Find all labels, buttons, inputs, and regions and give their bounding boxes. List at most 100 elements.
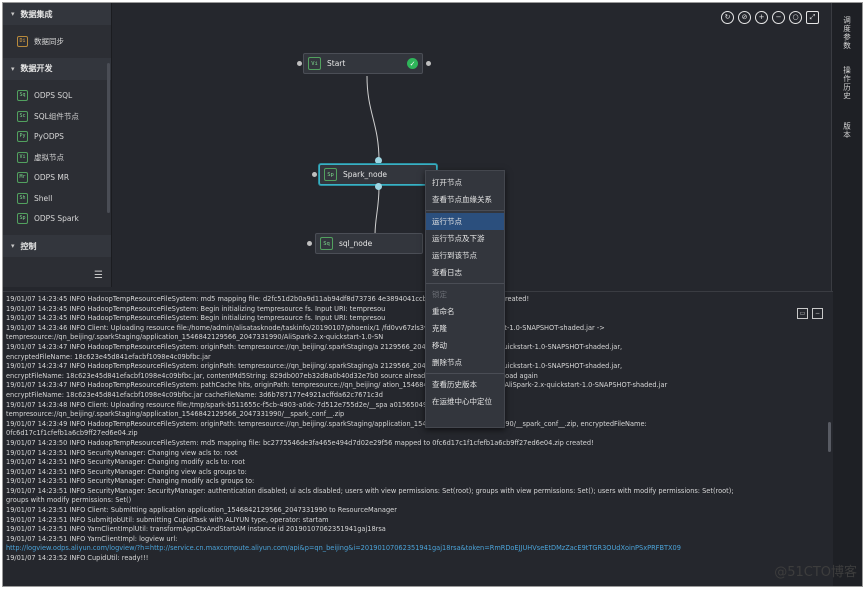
- node-palette-sidebar: ▾ 数据集成 Di 数据同步 ▾ 数据开发 Sq ODPS SQL Sc SQL…: [3, 3, 112, 287]
- palette-item-label: ODPS MR: [34, 173, 70, 183]
- palette-item-odps-mr[interactable]: Mr ODPS MR: [3, 168, 111, 189]
- success-check-icon: ✓: [407, 58, 418, 69]
- chevron-down-icon: ▾: [11, 242, 15, 250]
- logview-link[interactable]: http://logview.odps.aliyun.com/logview/?…: [6, 544, 681, 553]
- node-start[interactable]: Vi Start ✓: [303, 53, 423, 74]
- log-line: 19/01/07 14:23:50 INFO HadoopTempResourc…: [6, 438, 594, 447]
- palette-item-virtual-node[interactable]: Vi 虚拟节点: [3, 147, 111, 168]
- log-scrollbar[interactable]: [828, 422, 831, 452]
- fit-icon[interactable]: ⊘: [738, 11, 751, 24]
- menu-move[interactable]: 移动: [432, 341, 447, 350]
- search-icon[interactable]: ○: [789, 11, 802, 24]
- section-header-data-development[interactable]: ▾ 数据开发: [3, 57, 111, 80]
- run-log-panel: 19/01/07 14:23:45 INFO HadoopTempResourc…: [3, 291, 833, 586]
- node-port-output[interactable]: [375, 183, 382, 190]
- menu-run-node-and-downstream[interactable]: 运行节点及下游: [432, 234, 485, 243]
- menu-rename[interactable]: 重命名: [432, 307, 455, 316]
- palette-item-shell[interactable]: Sh Shell: [3, 188, 111, 209]
- log-line: 19/01/07 14:23:47 INFO HadoopTempResourc…: [6, 362, 623, 371]
- log-line: 19/01/07 14:23:51 INFO SecurityManager: …: [6, 458, 245, 467]
- chevron-down-icon: ▾: [11, 10, 15, 18]
- odps-mr-icon: Mr: [17, 172, 28, 184]
- log-line: 19/01/07 14:23:47 INFO HadoopTempResourc…: [6, 342, 623, 351]
- menu-locate-in-ops-center[interactable]: 在运维中心中定位: [432, 397, 492, 406]
- palette-item-data-sync[interactable]: Di 数据同步: [3, 31, 111, 52]
- menu-lock: 锁定: [432, 290, 447, 299]
- log-line: tempresource://qn_beijing/.sparkStaging/…: [6, 333, 384, 342]
- minimize-icon[interactable]: −: [812, 308, 823, 319]
- tab-schedule-params[interactable]: 调度参数: [842, 16, 852, 50]
- section-title: 控制: [20, 241, 37, 251]
- palette-item-label: 数据同步: [34, 36, 64, 46]
- log-line: 19/01/07 14:23:51 INFO SecurityManager: …: [6, 477, 255, 486]
- palette-item-pyodps[interactable]: Py PyODPS: [3, 127, 111, 148]
- odps-sql-icon: Sq: [320, 237, 333, 250]
- edge-start-to-spark: [366, 75, 380, 162]
- log-line: tempresource://qn_beijing/.sparkStaging/…: [6, 410, 345, 419]
- log-line: 19/01/07 14:23:51 INFO YarnClientImplUti…: [6, 525, 386, 534]
- log-output: 19/01/07 14:23:45 INFO HadoopTempResourc…: [6, 295, 818, 564]
- log-line: 19/01/07 14:23:46 INFO Client: Uploading…: [6, 323, 605, 332]
- menu-run-to-node[interactable]: 运行到该节点: [432, 251, 477, 260]
- menu-delete-node[interactable]: 删除节点: [432, 358, 462, 367]
- log-line: 19/01/07 14:23:51 INFO SecurityManager: …: [6, 467, 247, 476]
- section-title: 数据开发: [20, 64, 53, 73]
- edges-layer: [366, 75, 380, 236]
- watermark: @51CTO博客: [774, 565, 857, 580]
- log-line: 19/01/07 14:23:51 INFO YarnClientImpl: l…: [6, 534, 178, 543]
- palette-item-odps-spark[interactable]: Sp ODPS Spark: [3, 209, 111, 230]
- menu-view-history-versions[interactable]: 查看历史版本: [432, 380, 477, 389]
- zoom-in-icon[interactable]: +: [755, 11, 768, 24]
- log-line: 19/01/07 14:23:45 INFO HadoopTempResourc…: [6, 314, 386, 323]
- node-port[interactable]: [307, 241, 312, 246]
- spark-icon: Sp: [324, 168, 337, 181]
- log-line: encryptedFileName: 18c623e45d841efacbf10…: [6, 352, 211, 361]
- tab-version[interactable]: 版本: [842, 121, 852, 139]
- list-icon[interactable]: ☰: [94, 270, 103, 281]
- zoom-out-icon[interactable]: −: [772, 11, 785, 24]
- log-line: 19/01/07 14:23:51 INFO Client: Submittin…: [6, 506, 397, 515]
- section-header-data-integration[interactable]: ▾ 数据集成: [3, 3, 111, 25]
- right-side-tabs: 调度参数 操作历史 版本: [831, 3, 862, 586]
- sidebar-scrollbar[interactable]: [107, 63, 110, 213]
- edge-spark-to-sql: [374, 186, 380, 236]
- log-line: 19/01/07 14:23:49 INFO HadoopTempResourc…: [6, 419, 647, 428]
- virtual-node-icon: Vi: [308, 57, 321, 70]
- data-sync-icon: Di: [17, 35, 28, 47]
- palette-item-label: PyODPS: [34, 132, 64, 142]
- node-port-input[interactable]: [375, 157, 382, 164]
- menu-run-node[interactable]: 运行节点: [426, 213, 504, 230]
- menu-view-lineage[interactable]: 查看节点血缘关系: [432, 195, 492, 204]
- node-port[interactable]: [426, 61, 431, 66]
- fullscreen-icon[interactable]: ⤢: [806, 11, 819, 24]
- log-line: encryptFileName: 18c623e45d841efacbf1098…: [6, 390, 383, 399]
- node-context-menu: 打开节点 查看节点血缘关系 运行节点 运行节点及下游 运行到该节点 查看日志 锁…: [425, 170, 505, 428]
- log-line: groups with modify permissions: Set(): [6, 496, 132, 505]
- menu-clone[interactable]: 克隆: [432, 324, 447, 333]
- palette-item-sql-component[interactable]: Sc SQL组件节点: [3, 106, 111, 127]
- tab-operation-history[interactable]: 操作历史: [842, 66, 852, 100]
- canvas-toolbar: ↻ ⊘ + − ○ ⤢: [721, 11, 819, 24]
- virtual-node-icon: Vi: [17, 151, 28, 163]
- node-port[interactable]: [312, 172, 317, 177]
- shell-icon: Sh: [17, 192, 28, 204]
- log-line: 19/01/07 14:23:51 INFO SecurityManager: …: [6, 448, 238, 457]
- menu-view-log[interactable]: 查看日志: [432, 268, 462, 277]
- section-header-control[interactable]: ▾ 控制: [3, 235, 111, 257]
- node-spark[interactable]: Sp Spark_node: [319, 164, 437, 185]
- log-line: 19/01/07 14:23:45 INFO HadoopTempResourc…: [6, 295, 530, 303]
- palette-item-label: ODPS Spark: [34, 214, 79, 224]
- palette-item-odps-sql[interactable]: Sq ODPS SQL: [3, 86, 111, 107]
- restore-icon[interactable]: ▭: [797, 308, 808, 319]
- menu-open-node[interactable]: 打开节点: [432, 178, 462, 187]
- palette-item-label: ODPS SQL: [34, 91, 73, 101]
- node-sql[interactable]: Sq sql_node: [315, 233, 423, 254]
- log-line: 19/01/07 14:23:51 INFO SubmitJobUtil: su…: [6, 515, 329, 524]
- log-line: 0fc6d17c1f1cfefb1a6cb9ff27ed6e04.zip: [6, 429, 138, 438]
- refresh-icon[interactable]: ↻: [721, 11, 734, 24]
- odps-sql-icon: Sq: [17, 90, 28, 102]
- log-line: 19/01/07 14:23:45 INFO HadoopTempResourc…: [6, 304, 386, 313]
- node-label: sql_node: [339, 239, 373, 248]
- node-port[interactable]: [297, 61, 302, 66]
